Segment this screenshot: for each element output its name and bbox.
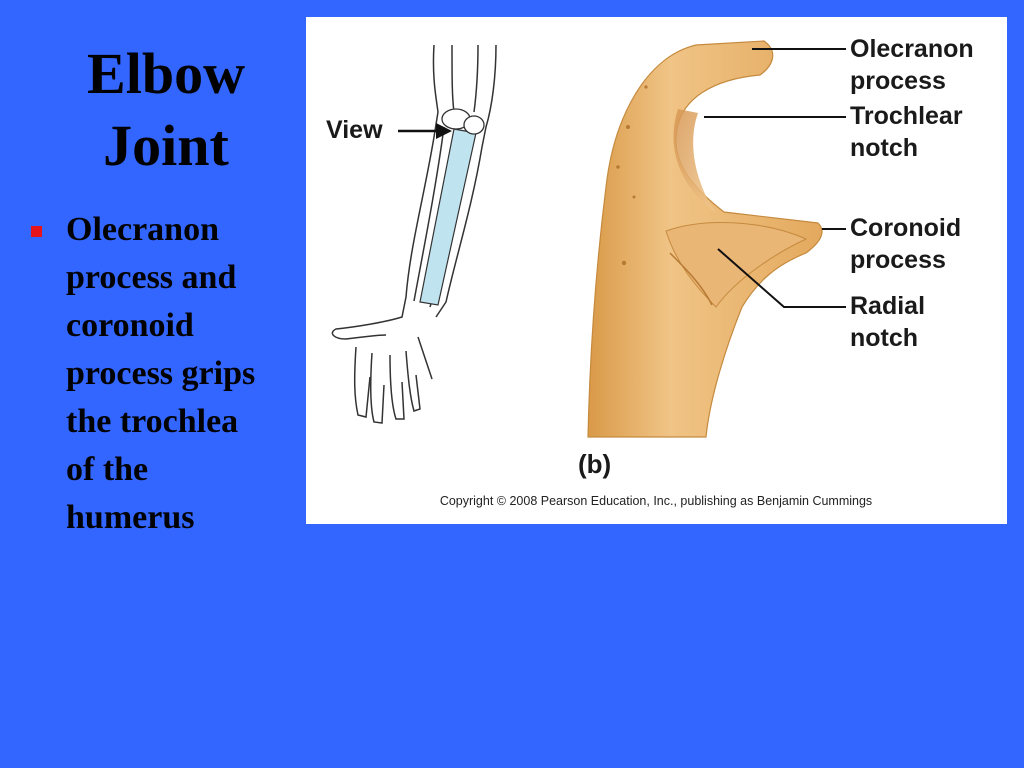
bullet-line: coronoid — [66, 307, 194, 344]
view-arrow-icon — [398, 123, 452, 139]
label-line: notch — [850, 324, 919, 352]
figure-illustration — [331, 40, 846, 438]
label-line: Trochlear — [850, 102, 963, 130]
bullet-line: of the — [66, 451, 149, 488]
label-line: Olecranon — [850, 35, 974, 63]
label-coronoid-process: Coronoid process — [850, 212, 961, 276]
label-radial-notch: Radial notch — [850, 290, 925, 354]
slide-title: Elbow Joint — [20, 38, 312, 182]
arm-skeleton-icon — [331, 44, 497, 424]
bullet-line: process and — [66, 259, 237, 296]
copyright-text: Copyright © 2008 Pearson Education, Inc.… — [439, 494, 873, 508]
title-line-1: Elbow — [87, 41, 245, 106]
ulna-bone-icon — [587, 40, 823, 438]
bullet-line: the trochlea — [66, 403, 239, 440]
label-line: process — [850, 67, 946, 95]
label-trochlear-notch: Trochlear notch — [850, 100, 963, 164]
bullet-text: Olecranon process and coronoid process g… — [66, 206, 316, 542]
label-olecranon-process: Olecranon process — [850, 33, 974, 97]
bullet-line: Olecranon — [66, 211, 219, 248]
panel-label: (b) — [578, 449, 612, 479]
bullet-line: humerus — [66, 499, 195, 536]
label-line: Radial — [850, 292, 926, 320]
view-label: View — [326, 116, 383, 144]
bullet-square-icon — [31, 226, 42, 237]
anatomy-figure: View Olecranon process Trochlear notch C… — [306, 17, 1007, 524]
label-line: Coronoid — [850, 214, 962, 242]
title-line-2: Joint — [103, 113, 229, 178]
label-line: process — [850, 246, 946, 274]
label-line: notch — [850, 134, 919, 162]
leader-lines — [704, 48, 846, 308]
bullet-line: process grips — [66, 355, 256, 392]
